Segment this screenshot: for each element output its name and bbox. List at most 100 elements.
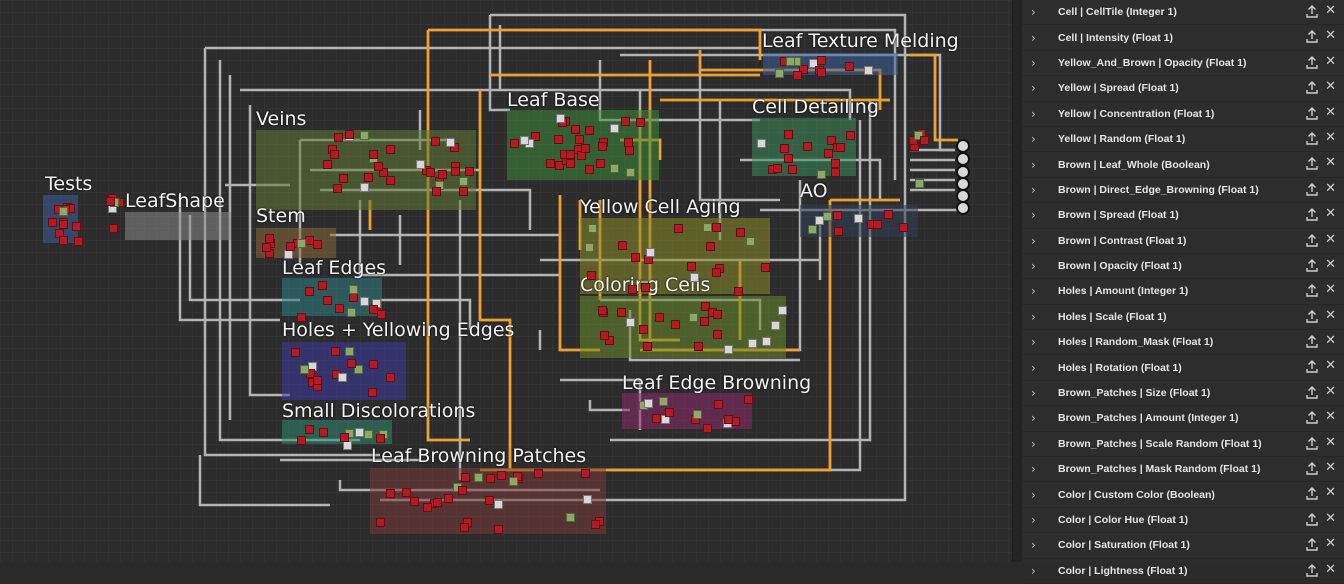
parameter-row[interactable]: ›Holes | Rotation (Float 1)✕: [1022, 355, 1344, 381]
graph-node[interactable]: [354, 365, 363, 374]
close-icon[interactable]: ✕: [1325, 460, 1336, 476]
graph-node[interactable]: [460, 523, 469, 532]
upload-icon[interactable]: [1306, 182, 1318, 196]
graph-node[interactable]: [432, 187, 441, 196]
graph-node[interactable]: [461, 473, 470, 482]
graph-node[interactable]: [566, 159, 575, 168]
output-node[interactable]: [956, 139, 970, 153]
graph-node[interactable]: [369, 360, 378, 369]
parameter-row[interactable]: ›Brown_Patches | Mask Random (Float 1)✕: [1022, 457, 1344, 483]
graph-node[interactable]: [297, 239, 306, 248]
graph-node[interactable]: [761, 263, 770, 272]
graph-node[interactable]: [347, 359, 356, 368]
graph-node[interactable]: [581, 144, 590, 153]
graph-node[interactable]: [509, 477, 518, 486]
graph-node[interactable]: [693, 410, 702, 419]
graph-node[interactable]: [497, 471, 506, 480]
chevron-right-icon[interactable]: ›: [1031, 30, 1036, 45]
graph-node[interactable]: [402, 488, 411, 497]
graph-node[interactable]: [379, 168, 388, 177]
graph-node[interactable]: [349, 293, 358, 302]
panel-splitter[interactable]: [1012, 0, 1023, 562]
graph-node[interactable]: [778, 306, 787, 315]
graph-node[interactable]: [625, 146, 634, 155]
upload-icon[interactable]: [1306, 258, 1318, 272]
graph-node[interactable]: [788, 165, 797, 174]
graph-node[interactable]: [628, 285, 637, 294]
close-icon[interactable]: ✕: [1325, 561, 1336, 577]
graph-node[interactable]: [610, 164, 619, 173]
graph-node[interactable]: [621, 117, 630, 126]
graph-node[interactable]: [884, 210, 893, 219]
parameter-row[interactable]: ›Holes | Random_Mask (Float 1)✕: [1022, 330, 1344, 356]
graph-node[interactable]: [899, 223, 908, 232]
graph-node[interactable]: [803, 142, 812, 151]
graph-node[interactable]: [618, 241, 627, 250]
upload-icon[interactable]: [1306, 335, 1318, 348]
parameter-row[interactable]: ›Yellow_And_Brown | Opacity (Float 1)✕: [1022, 51, 1344, 77]
frame-coloring-cells[interactable]: [580, 296, 786, 358]
graph-node[interactable]: [345, 130, 354, 139]
frame-title-ao[interactable]: AO: [800, 180, 828, 202]
chevron-right-icon[interactable]: ›: [1031, 386, 1036, 401]
graph-node[interactable]: [712, 268, 721, 277]
chevron-right-icon[interactable]: ›: [1031, 106, 1036, 121]
graph-node[interactable]: [762, 337, 771, 346]
frame-title-leaf-browning-patches[interactable]: Leaf Browning Patches: [371, 445, 587, 467]
graph-node[interactable]: [364, 430, 373, 439]
chevron-right-icon[interactable]: ›: [1031, 5, 1036, 20]
graph-node[interactable]: [674, 224, 683, 233]
graph-node[interactable]: [554, 135, 563, 144]
graph-node[interactable]: [305, 287, 314, 296]
graph-node[interactable]: [474, 473, 483, 482]
close-icon[interactable]: ✕: [1325, 307, 1336, 323]
upload-icon[interactable]: [1306, 411, 1318, 424]
parameter-row[interactable]: ›Holes | Scale (Float 1)✕: [1022, 305, 1344, 331]
graph-node[interactable]: [694, 342, 703, 351]
chevron-right-icon[interactable]: ›: [1031, 284, 1036, 299]
frame-title-small-discolorations[interactable]: Small Discolorations: [282, 400, 476, 422]
close-icon[interactable]: ✕: [1325, 53, 1336, 69]
graph-node[interactable]: [494, 500, 503, 509]
upload-icon[interactable]: [1306, 208, 1318, 221]
graph-node[interactable]: [598, 306, 607, 315]
graph-node[interactable]: [610, 124, 619, 133]
graph-node[interactable]: [724, 415, 733, 424]
graph-node[interactable]: [846, 131, 855, 140]
graph-node[interactable]: [330, 150, 339, 159]
graph-node[interactable]: [59, 207, 68, 216]
graph-node[interactable]: [836, 143, 845, 152]
close-icon[interactable]: ✕: [1325, 104, 1336, 120]
parameter-row[interactable]: ›Color | Color Hue (Float 1)✕: [1022, 508, 1344, 534]
graph-node[interactable]: [915, 179, 924, 188]
graph-node[interactable]: [689, 313, 698, 322]
parameter-row[interactable]: ›Brown_Patches | Amount (Integer 1)✕: [1022, 406, 1344, 432]
close-icon[interactable]: ✕: [1325, 510, 1336, 526]
frame-title-stem[interactable]: Stem: [256, 205, 306, 227]
graph-node[interactable]: [534, 469, 543, 478]
graph-node[interactable]: [438, 170, 447, 179]
close-icon[interactable]: ✕: [1325, 129, 1336, 145]
graph-node[interactable]: [736, 228, 745, 237]
chevron-right-icon[interactable]: ›: [1031, 436, 1036, 451]
graph-node[interactable]: [566, 513, 575, 522]
close-icon[interactable]: ✕: [1325, 434, 1336, 450]
graph-node[interactable]: [109, 224, 118, 233]
parameter-row[interactable]: ›Brown | Spread (Float 1)✕: [1022, 203, 1344, 229]
graph-node[interactable]: [386, 176, 395, 185]
graph-node[interactable]: [817, 56, 826, 65]
graph-node[interactable]: [644, 399, 653, 408]
graph-node[interactable]: [386, 489, 395, 498]
graph-node[interactable]: [494, 525, 503, 534]
close-icon[interactable]: ✕: [1325, 231, 1336, 247]
graph-node[interactable]: [297, 436, 306, 445]
close-icon[interactable]: ✕: [1325, 409, 1336, 425]
upload-icon[interactable]: [1306, 157, 1318, 171]
graph-node[interactable]: [313, 376, 322, 385]
graph-node[interactable]: [746, 237, 755, 246]
graph-node[interactable]: [703, 424, 712, 433]
graph-node[interactable]: [652, 414, 661, 423]
graph-node[interactable]: [48, 218, 57, 227]
upload-icon[interactable]: [1306, 538, 1318, 551]
upload-icon[interactable]: [1306, 5, 1318, 18]
